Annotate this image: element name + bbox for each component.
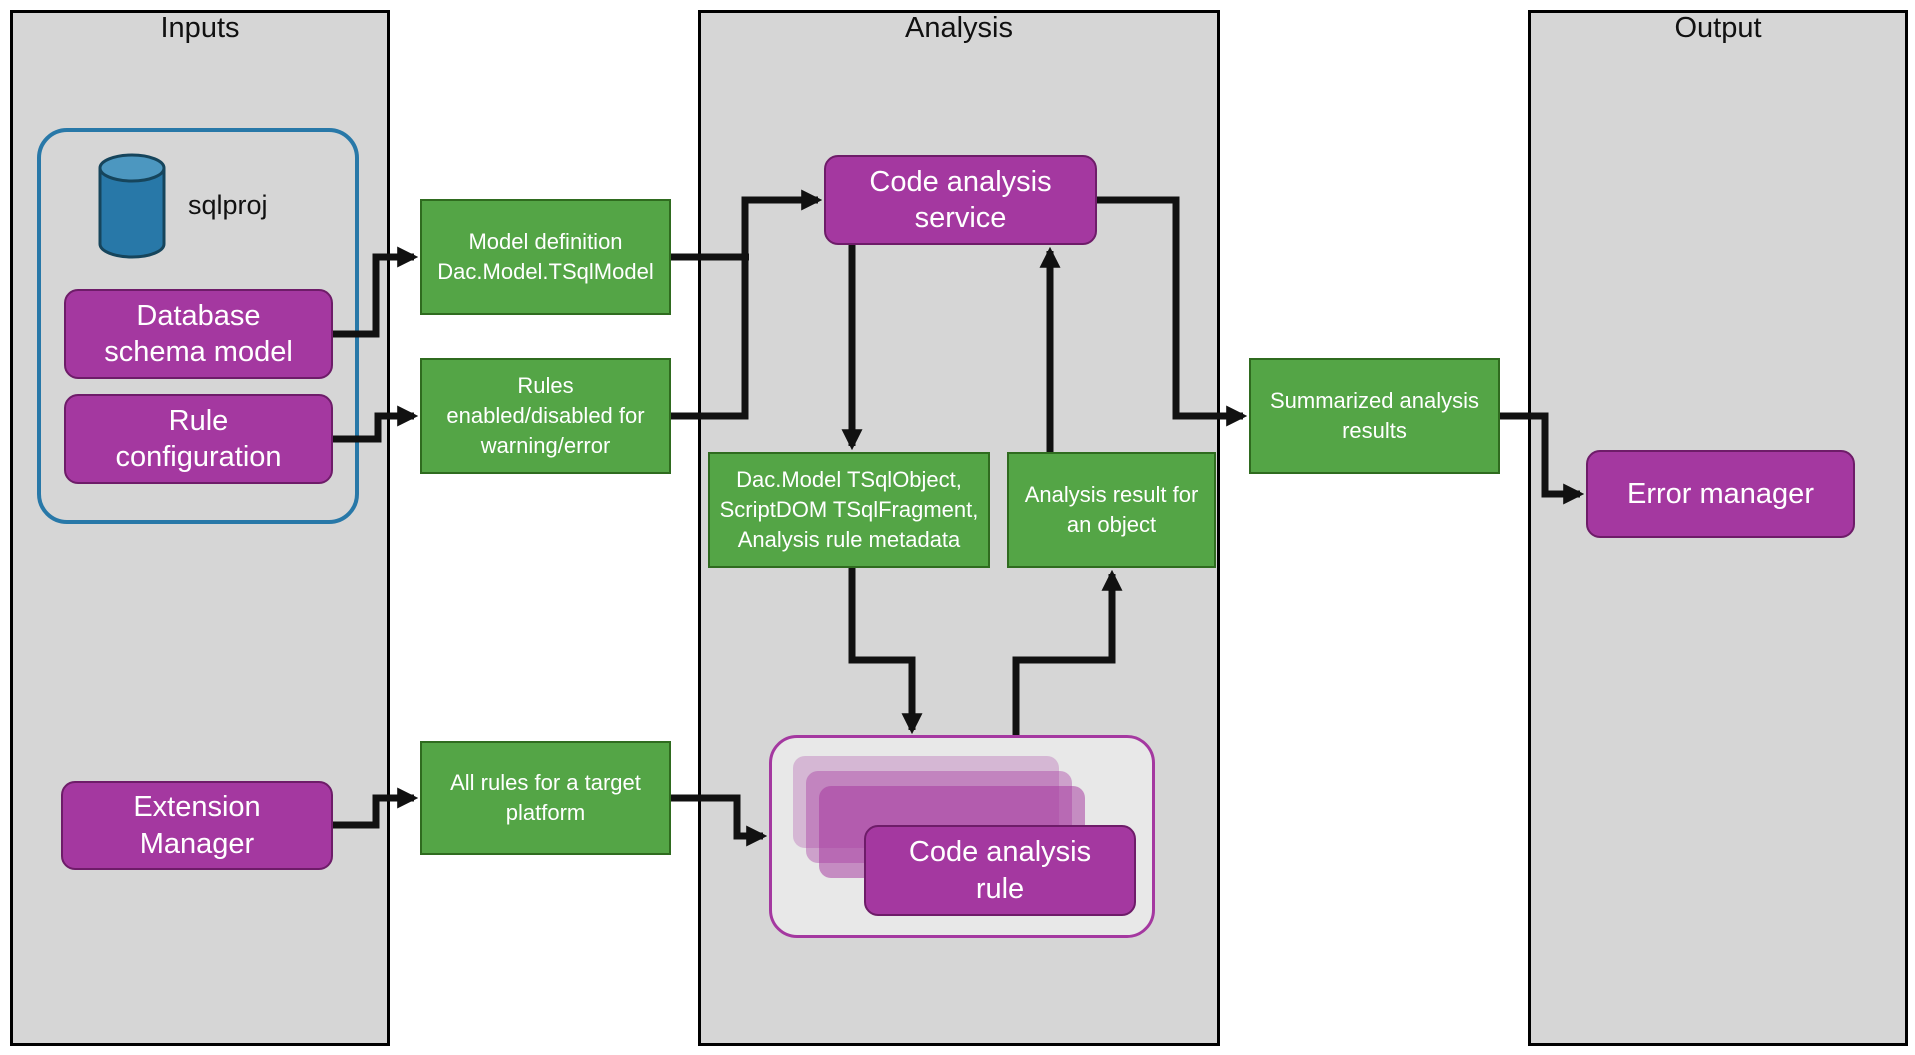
object-metadata-node: Dac.Model TSqlObject, ScriptDOM TSqlFrag… xyxy=(708,452,990,568)
rules-enabled-node: Rules enabled/disabled for warning/error xyxy=(420,358,671,474)
extension-manager-node: Extension Manager xyxy=(61,781,333,870)
code-analysis-rules-container: Code analysis rule xyxy=(769,735,1155,938)
analysis-result-node: Analysis result for an object xyxy=(1007,452,1216,568)
output-column-title: Output xyxy=(1674,12,1762,44)
inputs-column xyxy=(10,10,390,1046)
database-schema-model-node: Database schema model xyxy=(64,289,333,379)
model-definition-node: Model definition Dac.Model.TSqlModel xyxy=(420,199,671,315)
summarized-results-node: Summarized analysis results xyxy=(1249,358,1500,474)
analysis-column-title: Analysis xyxy=(905,12,1013,44)
error-manager-node: Error manager xyxy=(1586,450,1855,538)
inputs-column-title: Inputs xyxy=(160,12,240,44)
database-cylinder-icon xyxy=(98,153,166,259)
sqlproj-label: sqlproj xyxy=(188,190,268,220)
code-analysis-rule-node: Code analysis rule xyxy=(864,825,1136,916)
code-analysis-service-node: Code analysis service xyxy=(824,155,1097,245)
rule-configuration-node: Rule configuration xyxy=(64,394,333,484)
all-rules-node: All rules for a target platform xyxy=(420,741,671,855)
